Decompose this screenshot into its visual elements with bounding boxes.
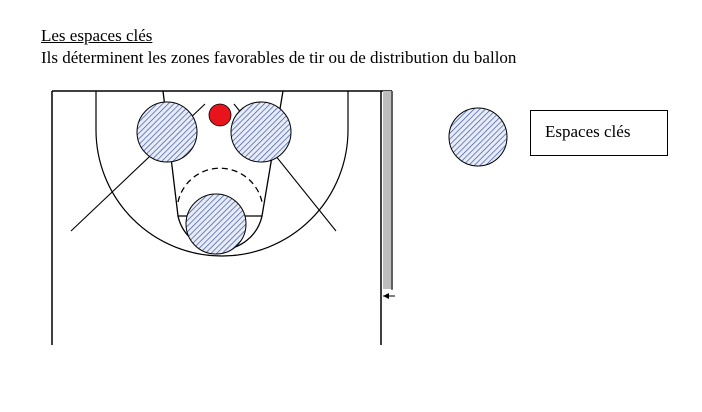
- legend-box: Espaces clés: [530, 110, 668, 156]
- free-throw-circle-dashed: [177, 167, 263, 203]
- ball-marker: [208, 103, 232, 127]
- heading: Les espaces clés Ils déterminent les zon…: [41, 25, 516, 69]
- diagram-title: Les espaces clés: [41, 26, 153, 45]
- key-space-center: [185, 193, 247, 255]
- three-point-arc: [95, 91, 349, 257]
- key-space-left: [136, 101, 198, 163]
- sideline-tick-arrow: [383, 293, 389, 299]
- right-sideline-shade: [383, 91, 393, 289]
- legend-label: Espaces clés: [545, 122, 631, 141]
- diagram-subtitle: Ils déterminent les zones favorables de …: [41, 48, 517, 67]
- legend-swatch-icon: [448, 107, 508, 167]
- key-space-right: [230, 101, 292, 163]
